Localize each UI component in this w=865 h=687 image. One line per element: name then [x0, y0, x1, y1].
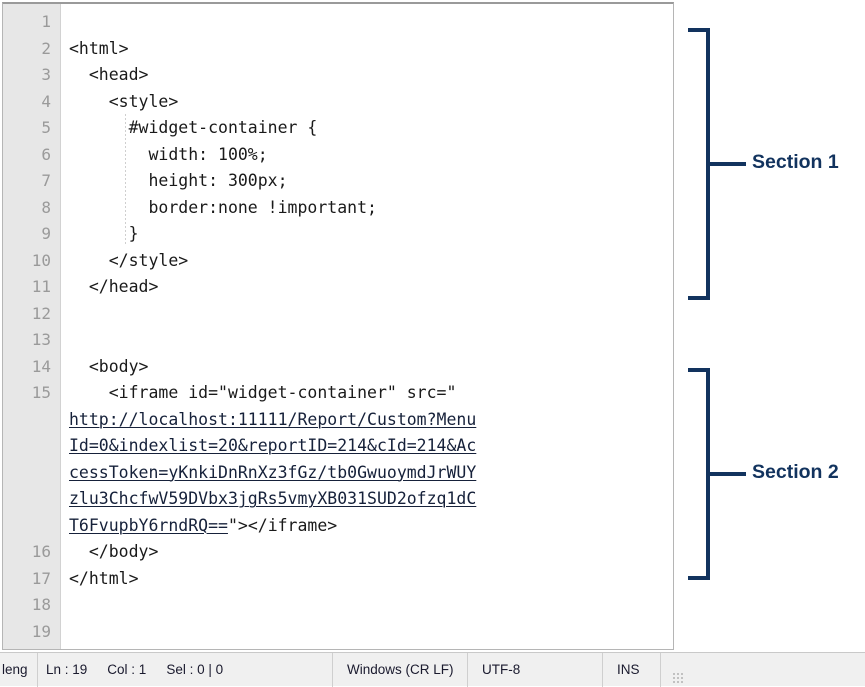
line-number-wrap [3, 486, 60, 513]
section-1-bracket-stem [706, 162, 746, 166]
code-line[interactable]: <body> [69, 356, 149, 376]
section-2-label: Section 2 [752, 461, 839, 483]
code-line[interactable] [69, 301, 673, 328]
url-segment[interactable]: zlu3ChcfwV59DVbx3jgRs5vmyXB031SUD2ofzq1d… [69, 489, 477, 508]
section-1-label: Section 1 [752, 151, 839, 173]
line-number: 4 [41, 91, 51, 111]
line-number-wrap [3, 513, 60, 540]
line-number: 3 [41, 65, 51, 84]
line-number: 18 [31, 595, 51, 614]
status-length: leng [0, 652, 38, 687]
status-encoding[interactable]: UTF-8 [468, 652, 603, 687]
line-number: 13 [31, 330, 51, 349]
status-column-number: Col : 1 [107, 662, 147, 677]
code-line[interactable]: #widget-container { [69, 118, 318, 137]
line-number: 5 [41, 118, 51, 137]
code-line-url-wrap[interactable]: http://localhost:11111/Report/Custom?Men… [69, 407, 673, 434]
code-line[interactable]: border:none !important; [69, 197, 377, 217]
line-number-wrap [3, 433, 60, 460]
code-line[interactable]: <style> [69, 91, 179, 111]
status-bar: leng Ln : 19 Col : 1 Sel : 0 | 0 Windows… [0, 652, 865, 687]
text-editor-window[interactable]: 1 2 3 4 5 6 7 8 9 10 11 12 13 14 15 16 1… [2, 2, 674, 650]
line-number: 14 [31, 356, 51, 376]
code-line[interactable]: height: 300px; [69, 171, 288, 190]
code-line[interactable] [69, 592, 673, 619]
code-line[interactable]: </head> [69, 277, 159, 296]
line-number: 15 [31, 383, 51, 402]
resize-grip[interactable] [661, 653, 689, 687]
line-number-wrap [3, 407, 60, 434]
code-line[interactable]: <head> [69, 65, 149, 84]
line-number: 1 [41, 12, 51, 31]
line-number-gutter: 1 2 3 4 5 6 7 8 9 10 11 12 13 14 15 16 1… [3, 4, 61, 649]
code-line[interactable]: </html> [69, 568, 139, 588]
line-number: 16 [31, 542, 51, 561]
code-line-iframe-open[interactable]: <iframe id="widget-container" src=" [69, 383, 457, 402]
code-line[interactable]: </body> [69, 542, 159, 561]
line-number: 8 [41, 197, 51, 217]
code-line-url-wrap[interactable]: zlu3ChcfwV59DVbx3jgRs5vmyXB031SUD2ofzq1d… [69, 486, 673, 513]
code-line[interactable]: width: 100%; [69, 144, 268, 164]
status-selection: Sel : 0 | 0 [166, 662, 224, 677]
line-number: 10 [31, 250, 51, 270]
line-number: 6 [41, 144, 51, 164]
line-number: 7 [41, 171, 51, 190]
line-number: 19 [31, 621, 51, 641]
code-line[interactable]: </style> [69, 250, 189, 270]
line-number: 11 [31, 277, 51, 296]
code-line-url-wrap[interactable]: T6FvupbY6rndRQ=="></iframe> [69, 513, 673, 540]
line-number: 12 [31, 303, 51, 323]
code-line-url-wrap[interactable]: cessToken=yKnkiDnRnXz3fGz/tb0GwuoymdJrWU… [69, 460, 673, 487]
line-number: 17 [31, 568, 51, 588]
iframe-close-tag[interactable]: "></iframe> [227, 515, 338, 535]
status-line-number: Ln : 19 [46, 662, 88, 677]
section-2-bracket-stem [706, 472, 746, 476]
line-number: 2 [41, 38, 51, 58]
code-text-content[interactable]: <html> <head> <style> #widget-container … [61, 4, 673, 649]
code-line[interactable]: } [69, 224, 139, 243]
url-segment[interactable]: cessToken=yKnkiDnRnXz3fGz/tb0GwuoymdJrWU… [69, 462, 477, 482]
indent-guide [125, 114, 126, 246]
resize-grip-dots [673, 672, 683, 683]
line-number: 9 [41, 224, 51, 243]
code-line[interactable]: <html> [69, 38, 129, 58]
status-insert-mode[interactable]: INS [603, 652, 661, 687]
code-line-current[interactable] [69, 619, 673, 646]
status-eol-mode[interactable]: Windows (CR LF) [333, 652, 468, 687]
url-segment[interactable]: Id=0&indexlist=20&reportID=214&cId=214&A… [69, 436, 477, 455]
code-line[interactable] [69, 9, 673, 36]
code-line-url-wrap[interactable]: Id=0&indexlist=20&reportID=214&cId=214&A… [69, 433, 673, 460]
url-segment[interactable]: http://localhost:11111/Report/Custom?Men… [69, 409, 477, 429]
url-segment[interactable]: T6FvupbY6rndRQ== [69, 515, 228, 535]
line-number-wrap [3, 460, 60, 487]
code-line[interactable] [69, 327, 673, 354]
status-cursor-position: Ln : 19 Col : 1 Sel : 0 | 0 [38, 652, 333, 687]
code-editing-area[interactable]: 1 2 3 4 5 6 7 8 9 10 11 12 13 14 15 16 1… [3, 4, 673, 649]
